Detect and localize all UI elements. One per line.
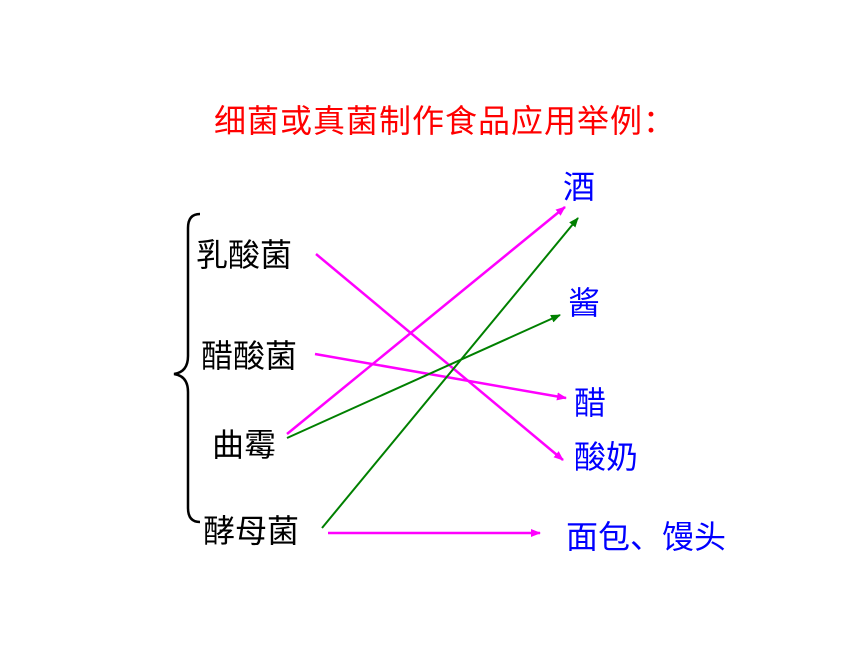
arrow-aspergillus-soysauce <box>286 314 561 439</box>
microbe-aspergillus: 曲霉 <box>212 426 277 464</box>
grouping-brace <box>173 212 201 524</box>
product-yogurt: 酸奶 <box>574 438 639 476</box>
product-vinegar: 醋 <box>574 384 607 422</box>
arrow-lactobacillus-yogurt <box>315 253 564 461</box>
product-wine: 酒 <box>563 168 596 206</box>
microbe-yeast: 酵母菌 <box>203 512 300 550</box>
product-bread: 面包、馒头 <box>566 518 727 556</box>
arrow-acetobacter-vinegar <box>314 352 567 401</box>
microbe-lactobacillus: 乳酸菌 <box>196 236 293 274</box>
arrow-yeast-wine <box>321 217 579 529</box>
product-soy-sauce: 酱 <box>568 284 601 322</box>
arrow-aspergillus-wine <box>286 206 566 435</box>
diagram-title: 细菌或真菌制作食品应用举例： <box>213 102 676 140</box>
microbe-acetobacter: 醋酸菌 <box>201 337 298 375</box>
